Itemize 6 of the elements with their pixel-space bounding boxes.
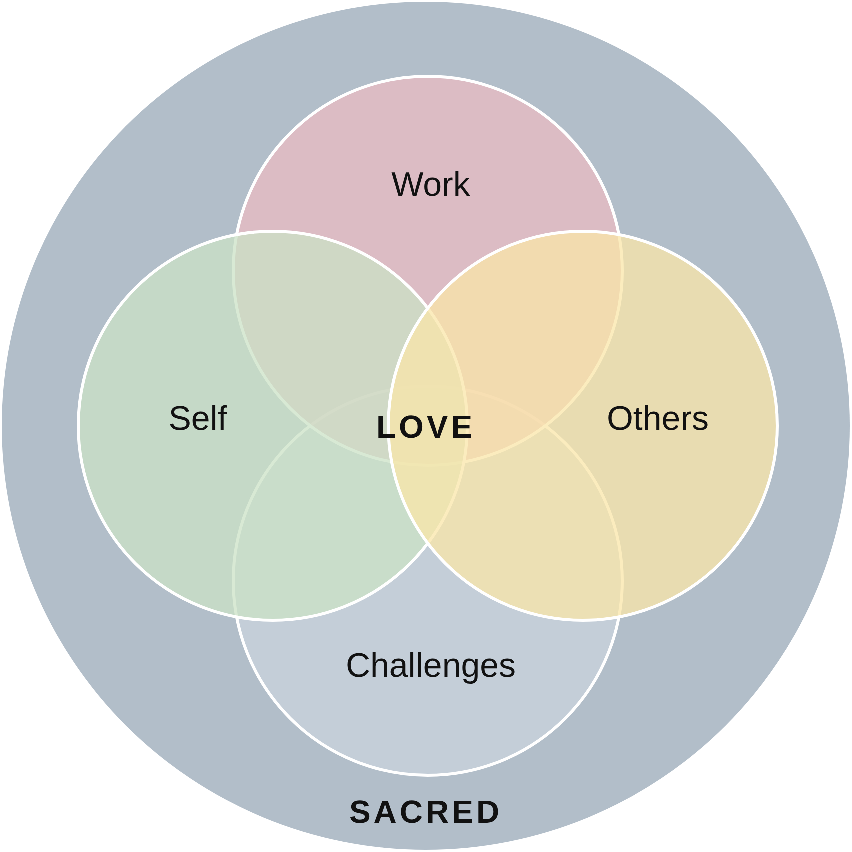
circle-label: Challenges [346,649,516,683]
circle-label: SACRED [349,796,503,828]
circle-label: Others [606,402,710,436]
circle-label: Self [168,402,228,436]
circle-label: Work [392,168,470,202]
center-label: LOVE [376,411,476,443]
